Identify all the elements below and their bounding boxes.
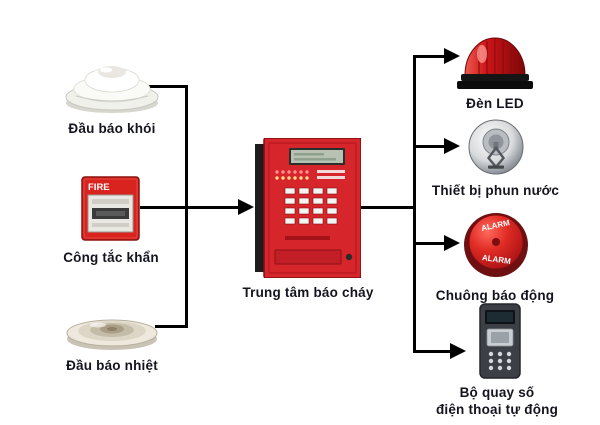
arrowhead-led-icon (444, 48, 460, 64)
connector-bus-to-sprinkler (413, 145, 445, 148)
alarm-bell-icon: ALARM ALARM (462, 208, 530, 280)
heat-detector-label: Đầu báo nhiệt (66, 358, 158, 373)
output-bus-line (413, 55, 416, 353)
connector-bus-to-led (413, 55, 445, 58)
smoke-detector-label: Đầu báo khói (68, 121, 156, 136)
led-label: Đèn LED (466, 96, 524, 111)
sprinkler-icon (467, 118, 525, 176)
auto-dialer-label-line1: Bộ quay số (459, 385, 535, 400)
control-panel-icon (255, 138, 361, 278)
led-beacon-icon (455, 25, 535, 91)
arrowhead-bell-icon (444, 235, 460, 251)
input-bus-line (185, 85, 188, 328)
alarm-bell-label: Chuông báo động (435, 288, 555, 303)
connector-bus-to-bell (413, 242, 445, 245)
callpoint-device-text: FIRE (88, 182, 110, 193)
connector-smoke-to-bus (148, 85, 188, 88)
smoke-detector-icon (62, 52, 162, 114)
control-panel-label: Trung tâm báo cháy (242, 285, 374, 300)
arrowhead-dialer-icon (450, 343, 466, 359)
manual-call-point-icon: FIRE (80, 175, 142, 243)
bell-device-text-bottom: ALARM (481, 253, 511, 266)
connector-panel-to-bus (359, 206, 415, 209)
arrowhead-into-panel-icon (238, 199, 254, 215)
call-point-label: Công tắc khẩn (63, 250, 159, 265)
connector-bus-to-dialer (413, 350, 451, 353)
sprinkler-label: Thiết bị phun nước (431, 183, 560, 198)
connector-callpoint-to-panel (140, 206, 240, 209)
auto-dialer-icon (477, 302, 523, 380)
auto-dialer-label: Bộ quay số điện thoại tự động (412, 384, 582, 418)
heat-detector-icon (65, 298, 160, 353)
connector-heat-to-bus (155, 325, 188, 328)
auto-dialer-label-line2: điện thoại tự động (435, 402, 559, 417)
arrowhead-sprinkler-icon (444, 138, 460, 154)
